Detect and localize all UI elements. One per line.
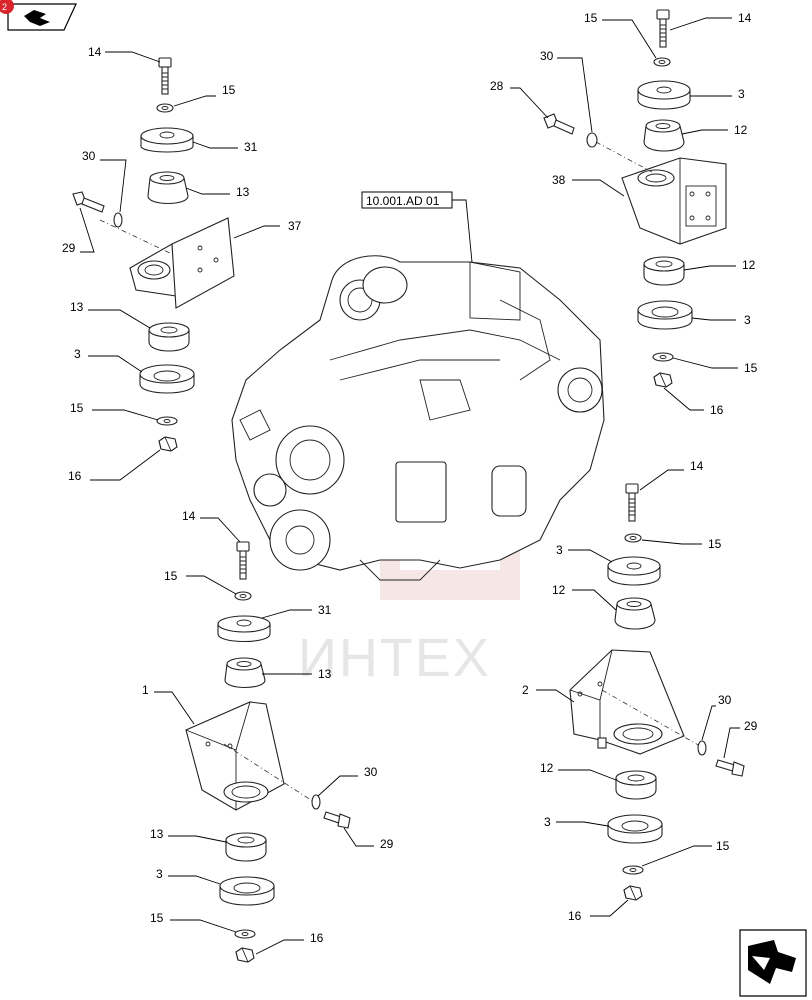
washer-15-middle-left: [234, 591, 252, 601]
bush-13-bottom-left: [225, 832, 267, 862]
callout-15: 15: [584, 11, 598, 25]
bush-12-middle-right: [614, 597, 656, 630]
callout-3: 3: [74, 347, 81, 361]
bolt-29-top-left: [72, 191, 105, 213]
callout-16: 16: [710, 403, 724, 417]
callout-13: 13: [318, 667, 332, 681]
callout-3: 3: [544, 815, 551, 829]
callout-29: 29: [744, 719, 758, 733]
callout-13: 13: [150, 827, 164, 841]
callout-29: 29: [380, 837, 394, 851]
washer-15-bottom-right: [622, 865, 644, 875]
nut-16-top-right: [653, 372, 673, 388]
bush-12-top-right: [643, 119, 685, 152]
callout-30: 30: [718, 693, 732, 707]
cup-3b-top-right: [637, 300, 693, 330]
bolt-14-middle-right: [625, 483, 639, 522]
bracket-37-top-left: [129, 217, 235, 309]
callout-14: 14: [690, 459, 704, 473]
callout-15: 15: [70, 401, 84, 415]
callout-29: 29: [62, 241, 76, 255]
cup-31-middle-left: [217, 615, 271, 642]
bolt-29-bottom-right: [715, 759, 745, 777]
callout-14: 14: [88, 45, 102, 59]
callout-12: 12: [734, 123, 748, 137]
washer-15-top-left: [156, 103, 174, 113]
callout-13: 13: [70, 300, 84, 314]
callout-15: 15: [222, 83, 236, 97]
catalog-nav-icon[interactable]: 2: [0, 0, 77, 31]
callout-3: 3: [744, 313, 751, 327]
callout-12: 12: [540, 761, 554, 775]
callout-15: 15: [164, 569, 178, 583]
bolt-14-top-right: [656, 9, 670, 48]
callout-38: 38: [552, 173, 566, 187]
cup-3-bottom-right: [607, 814, 663, 844]
washer-30-top-left: [113, 212, 123, 228]
nut-16-bottom-left: [235, 947, 255, 963]
cup-3-top-left: [139, 364, 195, 394]
washer-15-middle-right: [624, 533, 642, 543]
callout-31: 31: [244, 140, 258, 154]
washer-30-bottom-left: [311, 794, 321, 810]
callout-14: 14: [738, 11, 752, 25]
callout-1: 1: [142, 683, 149, 697]
callout-30: 30: [364, 765, 378, 779]
watermark-text: ИНТЕХ: [298, 628, 491, 688]
washer-15-top-right: [653, 57, 671, 67]
callout-12: 12: [552, 583, 566, 597]
svg-text:2: 2: [2, 2, 7, 12]
bush-13b-top-left: [148, 322, 190, 352]
bush-13-middle-left: [224, 657, 266, 689]
callout-3: 3: [156, 867, 163, 881]
callout-3: 3: [738, 87, 745, 101]
callout-37: 37: [288, 219, 302, 233]
bush-12-bottom-right: [615, 770, 657, 800]
callout-15: 15: [708, 537, 722, 551]
engine-assembly: [231, 255, 605, 581]
bolt-28-top-right: [543, 113, 575, 135]
cup-3-top-right: [637, 80, 691, 110]
callout-30: 30: [82, 149, 96, 163]
nut-16-bottom-right: [623, 885, 643, 901]
callout-16: 16: [68, 469, 82, 483]
cup-3-middle-right: [607, 556, 661, 586]
callout-16: 16: [568, 909, 582, 923]
bolt-14-middle-left: [236, 541, 250, 580]
callout-30: 30: [540, 49, 554, 63]
callout-15: 15: [150, 911, 164, 925]
callout-15: 15: [744, 361, 758, 375]
callout-31: 31: [318, 603, 332, 617]
cup-3-bottom-left: [219, 876, 275, 906]
callout-15: 15: [716, 839, 730, 853]
svg-text:10.001.AD 01: 10.001.AD 01: [366, 194, 440, 208]
callout-12: 12: [742, 258, 756, 272]
bolt-29-bottom-left: [323, 811, 351, 829]
callout-16: 16: [310, 931, 324, 945]
bolt-14-top-left: [158, 57, 172, 95]
callout-13: 13: [236, 185, 250, 199]
bracket-38-top-right: [621, 157, 727, 245]
bush-13-top-left: [147, 171, 189, 205]
washer-15b-top-left: [156, 416, 178, 426]
washer-30-top-right: [586, 132, 598, 148]
bracket-1-bottom-left: [185, 701, 285, 811]
washer-30-bottom-right: [697, 740, 707, 756]
callout-14: 14: [182, 509, 196, 523]
washer-15b-top-right: [652, 352, 674, 362]
callout-3: 3: [556, 543, 563, 557]
next-page-arrow-icon[interactable]: [739, 929, 807, 997]
cup-31-top-left: [140, 127, 194, 153]
washer-15-bottom-left: [234, 929, 256, 939]
bracket-2-bottom-right: [569, 649, 685, 755]
bush-12b-top-right: [643, 256, 685, 286]
nut-16-top-left: [158, 436, 178, 452]
callout-2: 2: [522, 683, 529, 697]
section-reference[interactable]: 10.001.AD 01: [361, 191, 473, 263]
callout-28: 28: [490, 79, 504, 93]
